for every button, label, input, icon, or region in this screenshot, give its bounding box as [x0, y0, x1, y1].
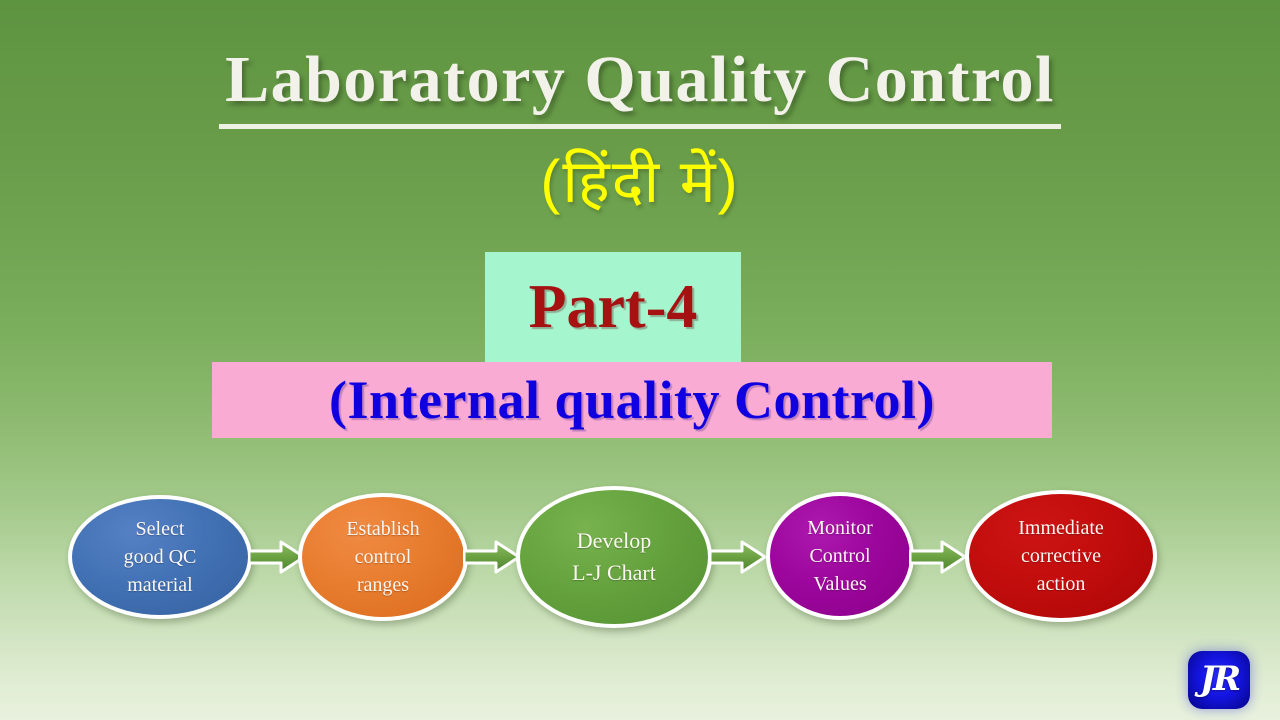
flow-arrow-2-icon: [463, 540, 521, 574]
flow-node-label: Select good QC material: [123, 518, 197, 596]
subtitle-container: (हिंदी में): [0, 143, 1280, 221]
section-label: (Internal quality Control): [328, 370, 936, 430]
flow-node-immediate-corrective-action: Immediate corrective action: [965, 490, 1157, 622]
flow-node-label: Develop L-J Chart: [572, 528, 656, 585]
flow-arrow-3-icon: [709, 540, 767, 574]
channel-logo: JR: [1188, 651, 1250, 709]
part-badge: Part-4: [485, 252, 741, 362]
flow-arrow-1-icon: [248, 540, 306, 574]
flow-node-establish-control-ranges: Establish control ranges: [298, 493, 468, 621]
flow-node-label: Monitor Control Values: [807, 517, 873, 595]
process-flow-diagram: Select good QC material Establish contro…: [0, 483, 1280, 628]
flow-node-label: Immediate corrective action: [1018, 517, 1104, 595]
flow-node-select-qc-material: Select good QC material: [68, 495, 252, 619]
part-label: Part-4: [528, 273, 698, 341]
section-badge: (Internal quality Control): [212, 362, 1052, 438]
title-container: Laboratory Quality Control: [0, 42, 1280, 129]
flow-arrow-4-icon: [909, 540, 967, 574]
flow-node-label: Establish control ranges: [346, 518, 420, 596]
flow-node-develop-lj-chart: Develop L-J Chart: [516, 486, 712, 628]
page-title: Laboratory Quality Control: [219, 42, 1061, 129]
flow-node-monitor-control-values: Monitor Control Values: [766, 492, 914, 620]
hindi-subtitle: (हिंदी में): [540, 148, 740, 215]
logo-monogram: JR: [1199, 659, 1241, 699]
